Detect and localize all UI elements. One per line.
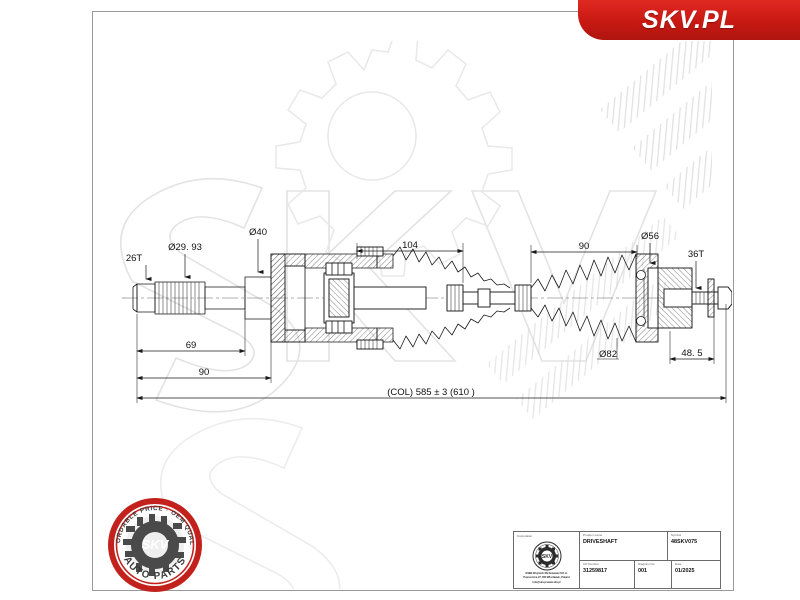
- date-value: 01/2025: [675, 567, 695, 574]
- label-dia-56: Ø56: [641, 231, 659, 242]
- symbol-value: 48SKV075: [671, 539, 698, 546]
- skv-brand-text: SKV.PL: [641, 5, 736, 34]
- label-dia-40: Ø40: [249, 227, 267, 238]
- company-address: Poprzeczna 27, 850 Włocławek, Poland: [523, 576, 570, 580]
- date-label: Date: [675, 561, 682, 566]
- skv-brand-banner: SKV.PL: [578, 0, 800, 40]
- label-26t: 26T: [126, 253, 143, 264]
- diagram-no-label: Diagram No.: [638, 561, 656, 566]
- label-48-5: 48. 5: [681, 348, 702, 359]
- symbol-cell: Symbol 48SKV075: [668, 532, 720, 560]
- product-name-value: DRIVESHAFT: [583, 539, 618, 546]
- title-block-company-cell: Corporation SKV: [514, 532, 580, 588]
- auto-parts-badge: SKV AFFORDABLE PRICE · OEM QUALITY AUTO …: [104, 492, 203, 593]
- company-name: ESEN Wojciech Michniewski S.K.A.: [525, 572, 568, 575]
- product-name-cell: Product name DRIVESHAFT: [580, 532, 668, 560]
- label-dia-82: Ø82: [599, 349, 617, 360]
- svg-text:SKV: SKV: [541, 554, 552, 560]
- company-caption: Corporation: [517, 534, 533, 538]
- product-name-label: Product name: [583, 533, 603, 537]
- cd-number-value: 31259817: [583, 567, 607, 574]
- cd-number-cell: CD Number 31259817: [580, 560, 635, 588]
- label-90-right: 90: [579, 241, 590, 252]
- label-104: 104: [402, 240, 418, 251]
- cd-number-label: CD Number: [583, 561, 600, 566]
- label-dia-29: Ø29. 93: [168, 242, 202, 253]
- esen-skv-logo-icon: SKV: [532, 541, 561, 571]
- diagram-no-cell: Diagram No. 001: [635, 560, 672, 588]
- title-block: Corporation SKV: [513, 531, 721, 589]
- badge-center-text: SKV: [142, 537, 170, 552]
- label-90-left: 90: [199, 367, 210, 378]
- symbol-label: Symbol: [671, 533, 682, 537]
- company-contact: info@skv.pl www.skv.pl: [532, 580, 561, 584]
- diagram-no-value: 001: [638, 567, 647, 574]
- date-cell: Date 01/2025: [672, 561, 720, 589]
- label-36t: 36T: [688, 249, 705, 260]
- label-69: 69: [186, 340, 197, 351]
- drawing-frame: [92, 11, 734, 591]
- label-overall-length: (COL) 585 ± 3 (610 ): [387, 387, 475, 398]
